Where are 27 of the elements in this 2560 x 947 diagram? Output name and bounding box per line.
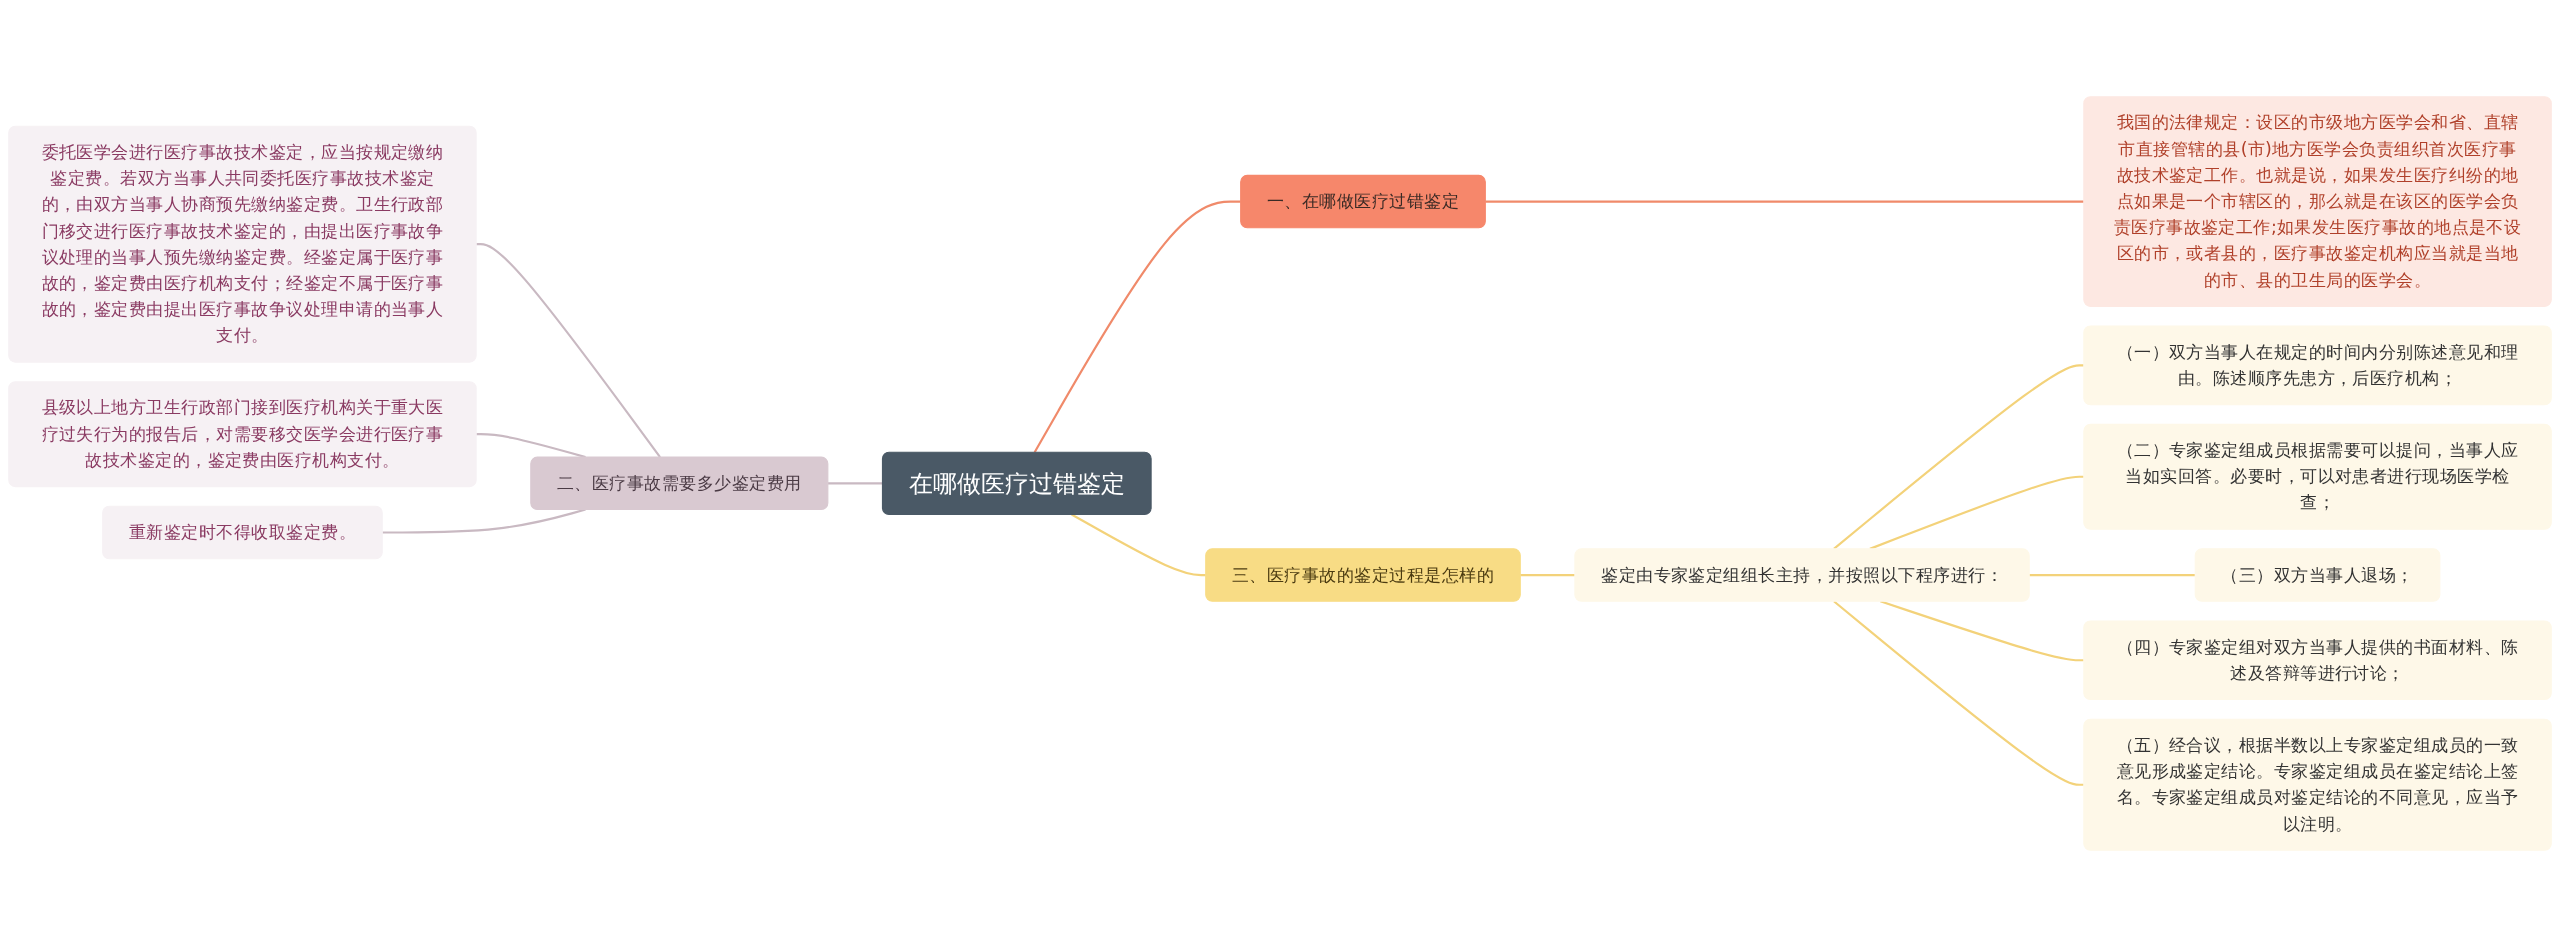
connector	[476, 433, 586, 459]
node-box: 我国的法律规定：设区的市级地方医学会和省、直辖市直接管辖的县(市)地方医学会负责组织首次医疗事故技术鉴定工作。也就是说，如果发生医疗纠纷的地点如果是一个市辖区的，那么就是在该区的医学会负责医疗事故鉴定工作;如果发生医疗事故的地点是不设区的市，或者县的，医疗事故鉴定机构应当就是当地的市、县的卫生局的医学会。	[2083, 96, 2552, 307]
connector	[1071, 513, 1206, 577]
node-box: 重新鉴定时不得收取鉴定费。	[102, 505, 383, 560]
node-box: 县级以上地方卫生行政部门接到医疗机构关于重大医疗过失行为的报告后，对需要移交医学会进行医疗事故技术鉴定的，鉴定费由医疗机构支付。	[8, 381, 477, 488]
node-box: （五）经合议，根据半数以上专家鉴定组成员的一致意见形成鉴定结论。专家鉴定组成员在鉴定结论上签名。专家鉴定组成员对鉴定结论的不同意见，应当予以注明。	[2083, 718, 2552, 851]
node-box: 二、医疗事故需要多少鉴定费用	[530, 456, 829, 511]
node-box: 三、医疗事故的鉴定过程是怎样的	[1205, 548, 1521, 602]
connector	[2029, 574, 2196, 577]
node-box: （三）双方当事人退场；	[2194, 548, 2441, 602]
connector	[476, 243, 661, 458]
node-box: 一、在哪做医疗过错鉴定	[1240, 174, 1486, 229]
connector	[1880, 600, 2084, 662]
connector	[1520, 574, 1575, 577]
connector	[1833, 600, 2084, 786]
connector	[827, 482, 883, 485]
node-box: 委托医学会进行医疗事故技术鉴定，应当按规定缴纳鉴定费。若双方当事人共同委托医疗事故技术鉴定的，由双方当事人协商预先缴纳鉴定费。卫生行政部门移交进行医疗事故技术鉴定的，由提出医疗事故争议处理的当事人预先缴纳鉴定费。经鉴定属于医疗事故的，鉴定费由医疗机构支付；经鉴定不属于医疗事故的，鉴定费由提出医疗事故争议处理申请的当事人支付。	[8, 125, 477, 363]
node-box: （四）专家鉴定组对双方当事人提供的书面材料、陈述及答辩等进行讨论；	[2083, 620, 2552, 701]
connector	[382, 508, 586, 534]
connector	[1033, 200, 1241, 453]
node-box: （一）双方当事人在规定的时间内分别陈述意见和理由。陈述顺序先患方，后医疗机构；	[2083, 325, 2552, 406]
connector	[1869, 475, 2084, 550]
connector	[1485, 200, 2084, 203]
node-box: 鉴定由专家鉴定组组长主持，并按照以下程序进行：	[1574, 548, 2030, 602]
connector	[1833, 364, 2084, 550]
node-box: （二）专家鉴定组成员根据需要可以提问，当事人应当如实回答。必要时，可以对患者进行现场医学检查；	[2083, 423, 2552, 530]
node-box: 在哪做医疗过错鉴定	[881, 451, 1152, 515]
